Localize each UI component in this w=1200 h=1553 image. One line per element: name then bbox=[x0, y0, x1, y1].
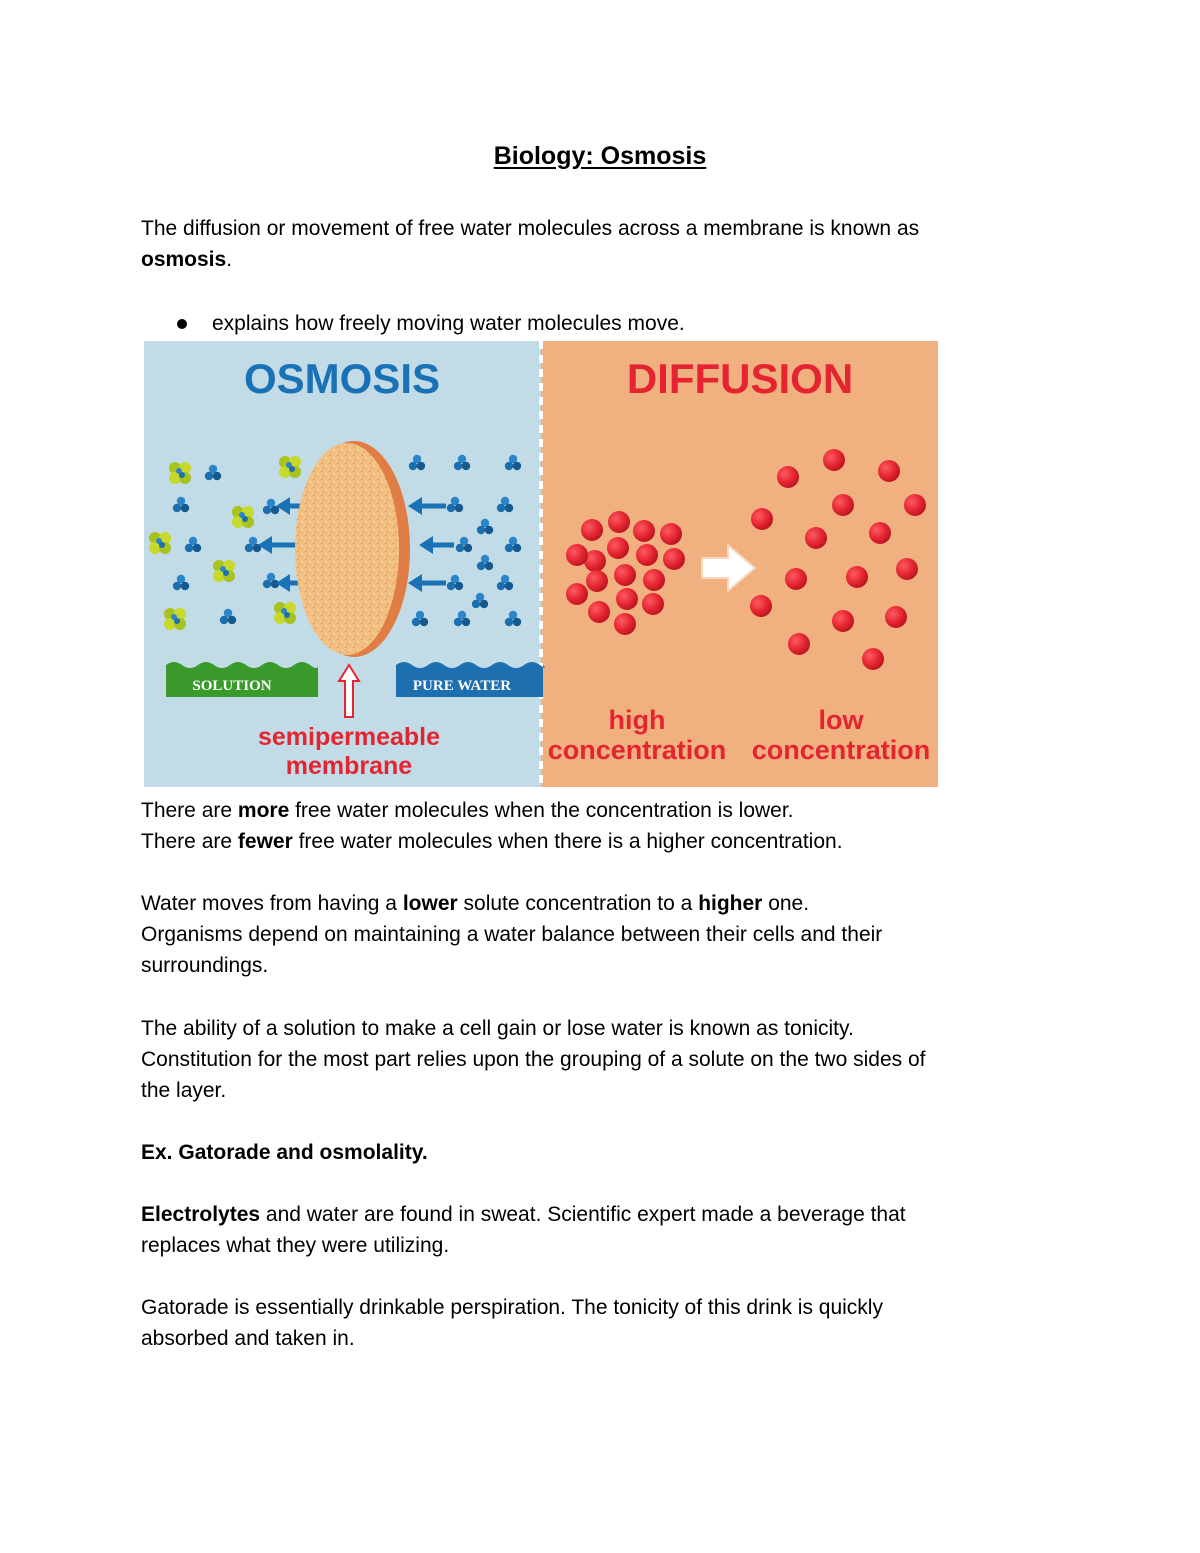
low-label-line-1: low bbox=[819, 705, 865, 735]
solution-label-block: SOLUTION bbox=[166, 662, 318, 697]
intro-line-1: The diffusion or movement of free water … bbox=[141, 217, 920, 240]
bullet-icon bbox=[177, 319, 187, 329]
high-concentration-particles bbox=[566, 511, 685, 635]
para-surroundings-line: surroundings. bbox=[141, 954, 269, 977]
diffusion-direction-arrow bbox=[701, 542, 757, 594]
osmosis-term: osmosis bbox=[141, 248, 227, 271]
osmosis-heading: OSMOSIS bbox=[244, 355, 440, 402]
pure-water-label: PURE WATER bbox=[413, 678, 511, 694]
bullet-item: explains how freely moving water molecul… bbox=[141, 308, 841, 339]
para-tonicity-line-2: Constitution for the most part relies up… bbox=[141, 1048, 926, 1071]
membrane-disc bbox=[295, 441, 410, 657]
para-electrolytes-line-1: Electrolytes and water are found in swea… bbox=[141, 1203, 906, 1226]
pure-water-label-block: PURE WATER bbox=[396, 662, 545, 697]
membrane-pointer-arrow bbox=[337, 663, 361, 718]
membrane-label-line-1: semipermeable bbox=[258, 723, 440, 751]
para-tonicity-line-1: The ability of a solution to make a cell… bbox=[141, 1017, 854, 1040]
bullet-text: explains how freely moving water molecul… bbox=[212, 312, 685, 335]
osmosis-diffusion-figure: OSMOSIS DIFFUSION bbox=[144, 341, 938, 787]
page-title: Biology: Osmosis bbox=[493, 142, 707, 170]
para-water-moves-line: Water moves from having a lower solute c… bbox=[141, 892, 810, 915]
para-tonicity-line-3: the layer. bbox=[141, 1079, 227, 1102]
para-organisms-line: Organisms depend on maintaining a water … bbox=[141, 923, 883, 946]
intro-line-2: osmosis. bbox=[141, 248, 233, 271]
example-heading: Ex. Gatorade and osmolality. bbox=[141, 1141, 428, 1164]
high-label-line-1: high bbox=[609, 705, 666, 735]
para-electrolytes-line-2: replaces what they were utilizing. bbox=[141, 1234, 450, 1257]
solution-label: SOLUTION bbox=[192, 678, 271, 694]
low-label-line-2: concentration bbox=[752, 735, 931, 765]
para-gatorade-line-2: absorbed and taken in. bbox=[141, 1327, 355, 1350]
diffusion-heading: DIFFUSION bbox=[627, 355, 853, 402]
para-fewer-line: There are fewer free water molecules whe… bbox=[141, 830, 843, 853]
high-label-line-2: concentration bbox=[548, 735, 727, 765]
low-concentration-particles bbox=[750, 449, 926, 670]
para-gatorade-line-1: Gatorade is essentially drinkable perspi… bbox=[141, 1296, 883, 1319]
membrane-label-line-2: membrane bbox=[286, 752, 413, 780]
para-more-line: There are more free water molecules when… bbox=[141, 799, 794, 822]
